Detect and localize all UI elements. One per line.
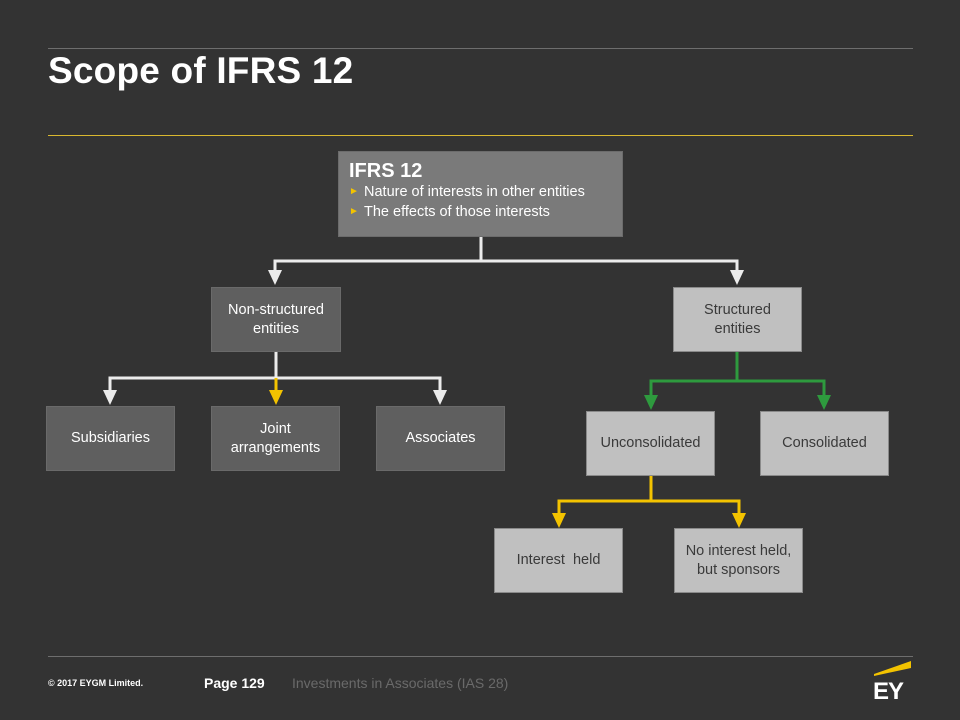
connector-root-left [273,237,483,272]
arrowhead-subsidiaries [103,390,117,405]
node-label: Associates [405,430,476,446]
arrowhead-interest-held [552,513,566,528]
node-label: Structured entities [704,301,771,337]
arrowhead-associates [433,390,447,405]
node-consolidated: Consolidated [760,411,889,476]
ey-logo-text: EY [873,678,904,705]
footer-page-number: Page 129 [204,675,265,691]
node-no-interest-sponsors: No interest held, but sponsors [674,528,803,593]
node-joint-arrangements: Joint arrangements [211,406,340,471]
root-bullet-item: ► Nature of interests in other entities [349,182,612,202]
arrowhead-non-structured [268,270,282,285]
root-title: IFRS 12 [349,160,423,182]
node-label: Subsidiaries [71,430,150,446]
root-bullet-item: ► The effects of those interests [349,202,612,222]
footer-divider [48,656,913,657]
node-label: No interest held, but sponsors [685,542,792,578]
node-label: Consolidated [782,435,867,451]
triangle-bullet-icon: ► [349,186,359,197]
arrowhead-joint [269,390,283,405]
footer-copyright: © 2017 EYGM Limited. [48,678,144,688]
connector-subsidiaries [108,351,278,392]
connector-root-right [481,259,739,272]
node-interest-held: Interest held [494,528,623,593]
node-label: Non-structured entities [228,301,324,337]
node-subsidiaries: Subsidiaries [46,406,175,471]
node-label: Unconsolidated [600,435,701,451]
connector-non-structured [108,351,442,392]
arrowhead-consolidated [817,395,831,410]
root-item-text: Nature of interests in other entities [364,184,585,200]
arrowhead-unconsolidated [644,395,658,410]
node-label: Joint arrangements [230,420,321,456]
ey-beam-icon [874,661,911,676]
page-title: Scope of IFRS 12 [48,50,354,91]
node-non-structured: Non-structured entities [211,287,341,352]
node-label: Interest held [516,552,601,568]
triangle-bullet-icon: ► [349,206,359,217]
arrowhead-structured [730,270,744,285]
connector-unconsolidated [557,475,741,515]
node-unconsolidated: Unconsolidated [586,411,715,476]
connector-associates [276,376,442,392]
root-item-text: The effects of those interests [364,204,550,220]
title-underline [48,135,913,136]
ey-logo: EY [870,660,915,705]
arrowhead-no-interest [732,513,746,528]
connector-structured [649,351,826,396]
top-divider [48,48,913,49]
connector-root [273,237,739,272]
node-structured: Structured entities [673,287,802,352]
ifrs12-root-box: IFRS 12 ► Nature of interests in other e… [338,151,623,237]
footer-topic: Investments in Associates (IAS 28) [292,675,509,691]
node-associates: Associates [376,406,505,471]
